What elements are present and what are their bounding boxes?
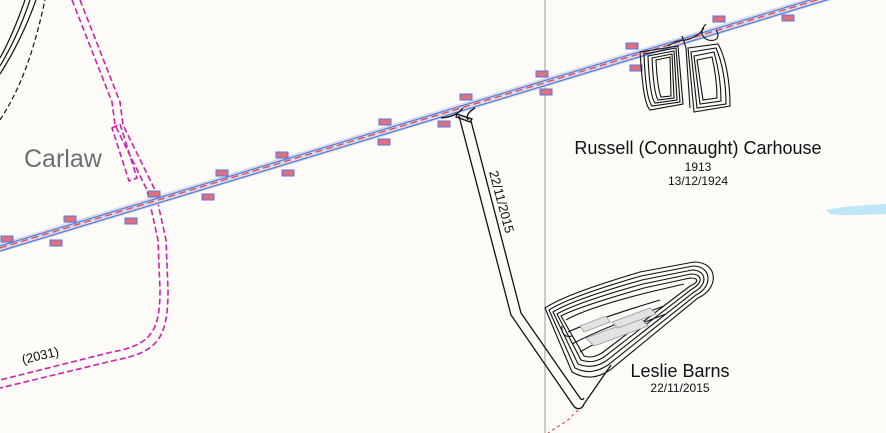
stop-marker xyxy=(63,215,77,223)
russell-carhouse-opened: 1913 xyxy=(685,160,712,174)
stop-marker xyxy=(377,138,391,146)
leslie-barns-date: 22/11/2015 xyxy=(650,381,709,395)
stop-marker xyxy=(535,70,549,78)
stop-marker xyxy=(215,169,229,177)
leslie-barns-yard xyxy=(544,261,714,378)
area-label: Carlaw xyxy=(24,145,103,173)
russell-carhouse-date: 13/12/1924 xyxy=(668,174,728,188)
dashed-connector xyxy=(547,409,579,433)
stop-marker xyxy=(201,193,215,201)
stop-markers xyxy=(0,14,795,247)
leslie-barns-name: Leslie Barns xyxy=(630,361,729,381)
stop-marker xyxy=(625,42,639,50)
stop-marker xyxy=(629,64,643,72)
stop-marker xyxy=(124,217,138,225)
dashed-track-curve xyxy=(0,0,46,121)
planned-route-2031 xyxy=(0,0,169,389)
stop-marker xyxy=(281,169,295,177)
russell-carhouse-yard xyxy=(639,23,731,113)
stop-marker xyxy=(0,235,14,243)
stop-marker xyxy=(712,15,726,23)
leslie-lead-track xyxy=(440,107,612,410)
track-curves-top-left xyxy=(0,0,37,75)
stop-marker xyxy=(781,14,795,22)
stop-marker xyxy=(275,151,289,159)
stop-marker xyxy=(147,190,161,198)
stop-marker xyxy=(49,239,63,247)
stop-marker xyxy=(459,93,473,101)
stop-marker xyxy=(437,120,451,128)
stop-marker xyxy=(539,88,553,96)
water-feature xyxy=(826,204,886,216)
leslie-barns-building xyxy=(579,307,657,347)
russell-carhouse-name: Russell (Connaught) Carhouse xyxy=(574,138,821,158)
stop-marker xyxy=(378,118,392,126)
